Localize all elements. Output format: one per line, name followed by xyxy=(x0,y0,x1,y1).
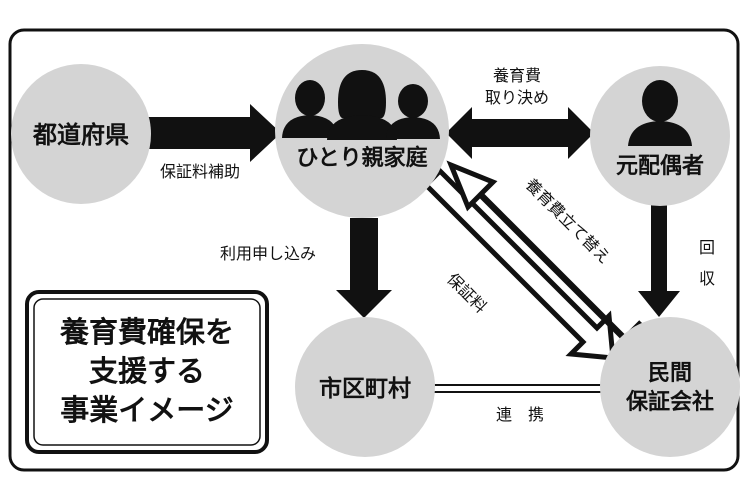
title-line-2: 支援する xyxy=(89,354,205,388)
three-people-icon xyxy=(282,70,440,140)
edge-label-collection-line2: 収 xyxy=(699,269,715,288)
arrow-subsidy xyxy=(148,104,281,162)
edge-label-cooperation: 連 携 xyxy=(496,405,544,424)
edge-label-collection-line1: 回 xyxy=(699,238,715,257)
node-guarantor-label-line2: 保証会社 xyxy=(625,389,714,415)
arrow-collection xyxy=(638,205,680,317)
edge-label-agreement-line2: 取り決め xyxy=(485,88,549,107)
node-ex-spouse-label: 元配偶者 xyxy=(616,154,704,179)
edge-label-application: 利用申し込み xyxy=(220,244,316,263)
title-line-3: 事業イメージ xyxy=(60,393,233,427)
node-municipality xyxy=(295,317,435,457)
title-line-1: 養育費確保を xyxy=(59,315,234,349)
node-guarantor-label-line1: 民間 xyxy=(648,361,692,386)
edge-label-subsidy: 保証料補助 xyxy=(160,162,240,181)
title-box-outer xyxy=(25,290,269,454)
node-prefecture xyxy=(11,64,151,204)
node-guarantor xyxy=(600,317,740,457)
arrow-application xyxy=(336,218,392,318)
arrow-agreement xyxy=(446,107,594,159)
edge-label-agreement-line1: 養育費 xyxy=(493,66,541,85)
title-box-inner xyxy=(33,298,261,446)
person-icon xyxy=(628,80,692,146)
node-municipality-label: 市区町村 xyxy=(319,375,411,402)
arrow-advance xyxy=(446,160,643,343)
node-single-parent-label: ひとり親家庭 xyxy=(296,145,427,171)
node-prefecture-label: 都道府県 xyxy=(32,121,129,149)
